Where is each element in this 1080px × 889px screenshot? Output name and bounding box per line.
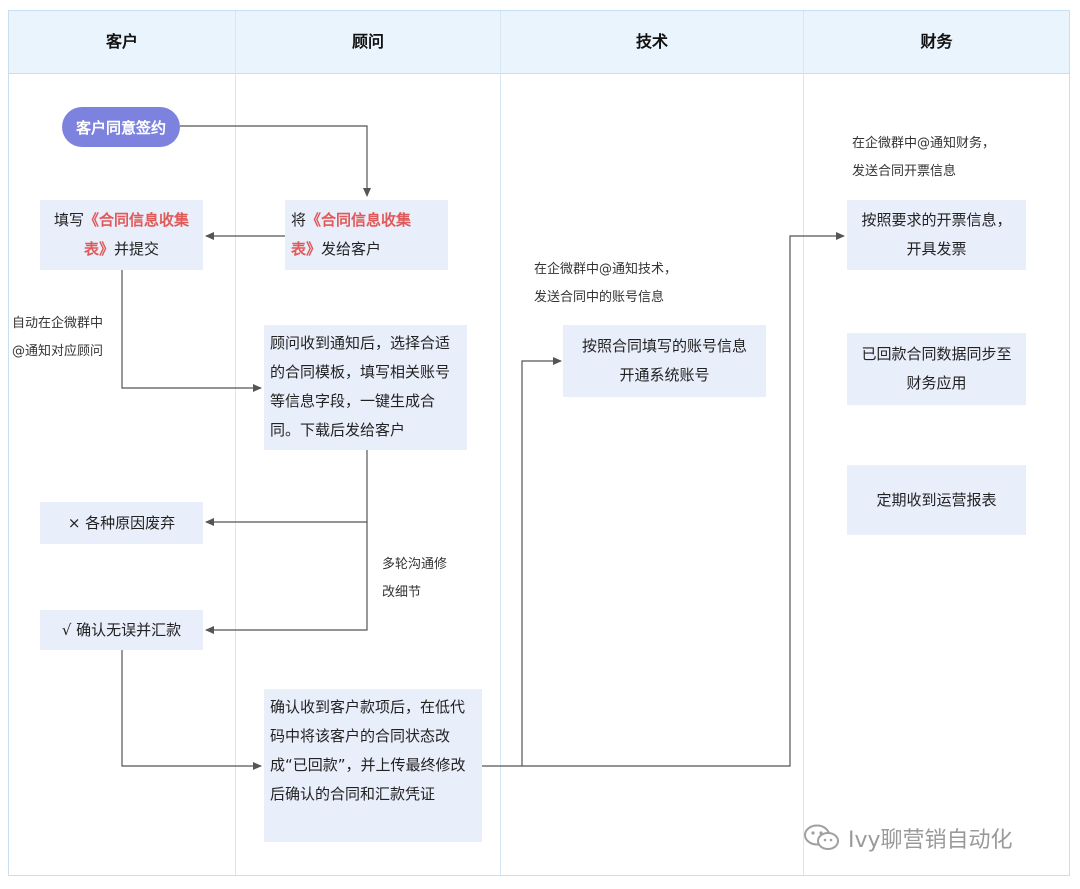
lane-title-finance: 财务: [920, 32, 953, 51]
fill-form-highlight-2: 表》: [83, 240, 114, 258]
abandon-node: × 各种原因废弃: [40, 502, 203, 544]
invoice-node: 按照要求的开票信息， 开具发票: [847, 200, 1026, 270]
open-account-line-1: 按照合同填写的账号信息: [581, 337, 747, 355]
fill-form-post: 并提交: [114, 240, 160, 258]
confirm-receipt-node: 确认收到客户款项后，在低代码中将该客户的合同状态改成“已回款”，并上传最终修改后…: [264, 689, 482, 842]
sync-finance-line-2: 财务应用: [906, 374, 967, 392]
note-tech-notify-1: 在企微群中@通知技术，: [534, 262, 678, 277]
note-multi-round-2: 改细节: [382, 585, 422, 600]
lane-divider: [500, 11, 501, 875]
edge-confirm-receipt-to-invoice: [522, 232, 845, 767]
lane-title-consultant: 顾问: [351, 32, 384, 51]
send-form-highlight-2: 表》: [291, 240, 322, 258]
lane-header-row: [9, 11, 1069, 74]
open-account-node: 按照合同填写的账号信息 开通系统账号: [563, 325, 766, 397]
edge-confirm-pay-to-confirm-receipt: [121, 650, 262, 770]
generate-contract-node: 顾问收到通知后，选择合适的合同模板，填写相关账号等信息字段，一键生成合同。下载后…: [264, 325, 467, 450]
fill-form-node: 填写《合同信息收集 表》并提交: [40, 200, 203, 270]
watermark: Ivy聊营销自动化: [802, 818, 1013, 858]
lane-divider: [803, 11, 804, 875]
note-auto-notify-1: 自动在企微群中: [12, 316, 104, 331]
start-node: 客户同意签约: [62, 107, 180, 147]
sync-finance-line-1: 已回款合同数据同步至: [861, 345, 1012, 363]
invoice-line-2: 开具发票: [906, 240, 967, 258]
open-account-line-2: 开通系统账号: [619, 366, 710, 384]
fill-form-pre: 填写: [53, 211, 84, 229]
note-tech-notify: 在企微群中@通知技术， 发送合同中的账号信息: [534, 256, 677, 312]
note-multi-round: 多轮沟通修 改细节: [382, 551, 447, 607]
note-finance-notify: 在企微群中@通知财务， 发送合同开票信息: [852, 130, 995, 186]
confirm-pay-node: √ 确认无误并汇款: [40, 610, 203, 650]
lane-divider: [235, 11, 236, 875]
note-auto-notify-2: @通知对应顾问: [12, 344, 104, 359]
lane-title-customer: 客户: [105, 32, 138, 51]
note-tech-notify-2: 发送合同中的账号信息: [534, 290, 665, 305]
report-node: 定期收到运营报表: [847, 465, 1026, 535]
lane-title-tech: 技术: [635, 32, 668, 51]
sync-finance-node: 已回款合同数据同步至 财务应用: [847, 333, 1026, 405]
note-finance-notify-1: 在企微群中@通知财务，: [852, 136, 996, 151]
send-form-post: 发给客户: [321, 240, 382, 258]
fill-form-highlight: 《合同信息收集: [84, 211, 190, 229]
note-finance-notify-2: 发送合同开票信息: [852, 164, 957, 179]
watermark-text: Ivy聊营销自动化: [848, 828, 1013, 853]
send-form-node: 将《合同信息收集 表》发给客户: [285, 200, 448, 270]
send-form-highlight: 《合同信息收集: [306, 211, 412, 229]
edge-gen-contract-to-abandon: [205, 450, 368, 526]
swimlane-frame: [8, 10, 1070, 876]
edge-confirm-receipt-to-open-account: [482, 357, 562, 767]
edge-gen-contract-to-confirm-pay: [205, 522, 368, 634]
invoice-line-1: 按照要求的开票信息，: [861, 211, 1012, 229]
wechat-icon: [804, 824, 839, 850]
note-multi-round-1: 多轮沟通修: [382, 557, 448, 572]
note-auto-notify: 自动在企微群中 @通知对应顾问: [12, 310, 103, 366]
edge-start-to-send-form: [180, 125, 371, 197]
send-form-pre: 将: [291, 211, 307, 229]
edge-fill-form-to-gen-contract: [121, 270, 262, 392]
